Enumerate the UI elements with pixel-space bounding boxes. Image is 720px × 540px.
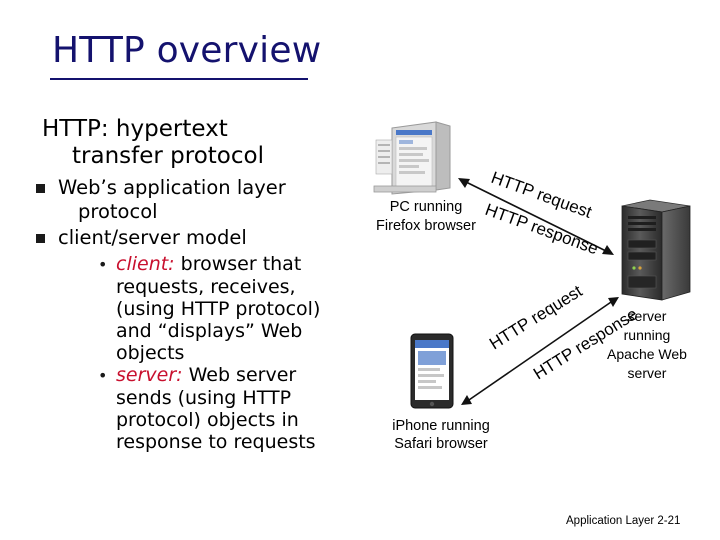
server-caption-line-2: running xyxy=(592,327,702,343)
server-tower-icon xyxy=(622,200,690,300)
server-caption-line-3: Apache Web xyxy=(592,346,702,362)
pc-caption-line-1: PC running xyxy=(366,199,486,215)
footer-slide-label: Application Layer 2-21 xyxy=(566,515,680,527)
iphone-icon xyxy=(411,334,453,408)
pc-caption-line-2: Firefox browser xyxy=(360,218,492,234)
server-caption-line-1: server xyxy=(592,308,702,324)
iphone-caption-line-2: Safari browser xyxy=(378,436,504,452)
server-caption-line-4: server xyxy=(592,365,702,381)
iphone-caption-line-1: iPhone running xyxy=(378,418,504,434)
desktop-pc-icon xyxy=(374,122,450,194)
